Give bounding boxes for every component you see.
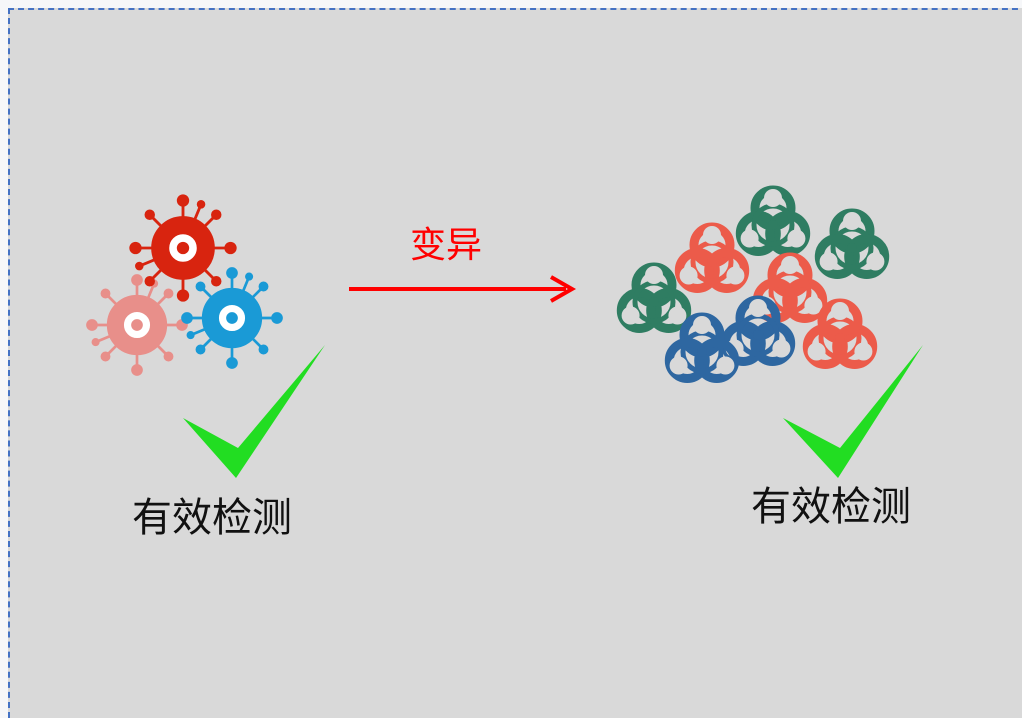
mutation-arrow xyxy=(349,275,577,303)
virus-icon-red xyxy=(128,193,238,303)
mutation-label: 变异 xyxy=(410,225,483,266)
checkmark-icon-right xyxy=(783,345,923,478)
biohazard-cluster xyxy=(621,189,884,379)
left-caption: 有效检测 xyxy=(132,495,292,541)
virus-icon-blue xyxy=(180,266,284,370)
checkmark-icon-left xyxy=(183,345,325,478)
right-caption: 有效检测 xyxy=(751,484,911,530)
virus-icon-pink xyxy=(85,273,189,377)
